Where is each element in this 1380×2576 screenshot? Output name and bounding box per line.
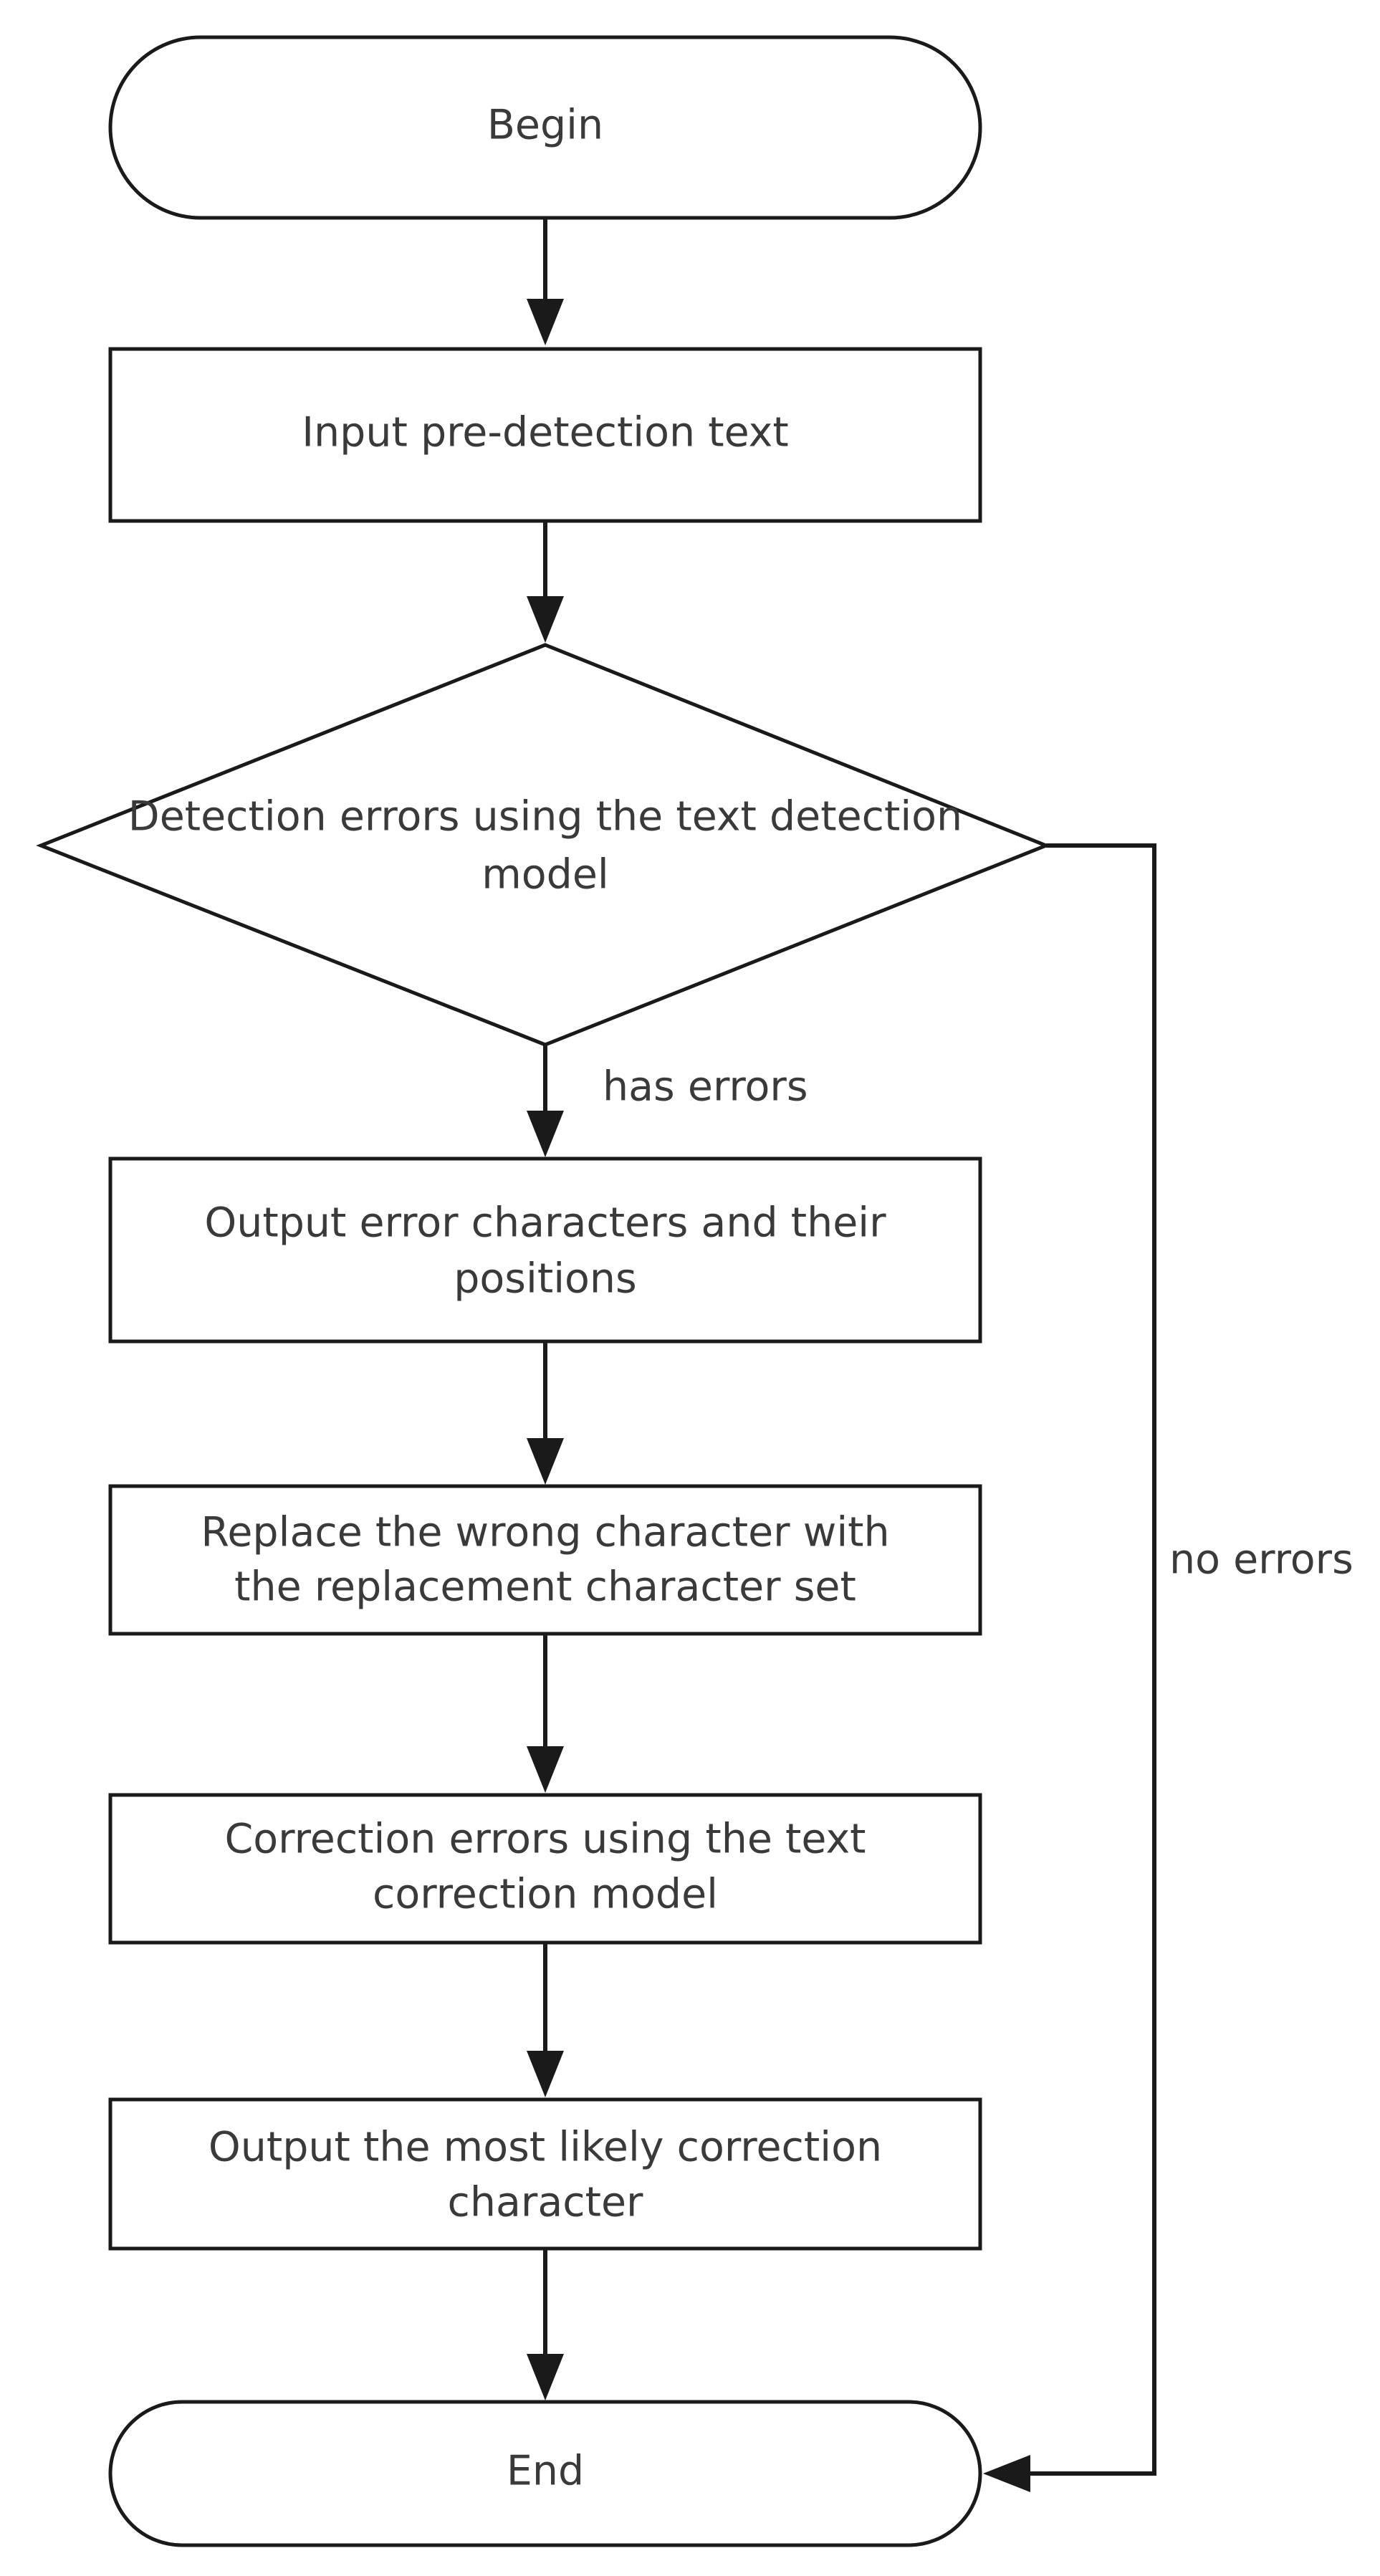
- output-likely-node: Output the most likely correction charac…: [108, 2097, 982, 2251]
- has-errors-label: has errors: [603, 1063, 808, 1111]
- input-shape: [108, 347, 982, 523]
- input-node: Input pre-detection text: [108, 347, 982, 523]
- end-label: End: [507, 2448, 584, 2495]
- no-errors-label: no errors: [1169, 1536, 1353, 1584]
- edge-no-errors: [1028, 843, 1156, 2476]
- detection-decision-label-line2: model: [481, 851, 609, 899]
- arrow-head-decision: [527, 596, 564, 643]
- output-errors-label-line1: Output error characters and their: [204, 1200, 886, 1247]
- arrow-head-replace: [527, 1438, 564, 1485]
- end-shape: [108, 2400, 982, 2547]
- begin-node: Begin: [108, 35, 982, 220]
- detection-decision-shape: [36, 643, 1051, 1047]
- output-errors-node: Output error characters and their positi…: [108, 1157, 982, 1344]
- input-label: Input pre-detection text: [302, 409, 789, 456]
- replace-label-line2: the replacement character set: [234, 1564, 856, 1611]
- end-node: End: [108, 2400, 982, 2547]
- replace-shape: [108, 1484, 982, 1636]
- correction-label-line2: correction model: [373, 1871, 718, 1918]
- arrow-head-correct: [527, 1746, 564, 1793]
- arrow-head-input: [527, 299, 564, 345]
- correction-label-line1: Correction errors using the text: [224, 1816, 866, 1863]
- detection-decision-node: Detection errors using the text detectio…: [36, 643, 1051, 1047]
- correction-shape: [108, 1793, 982, 1945]
- arrow-head-no-errors: [983, 2455, 1030, 2492]
- replace-label-line1: Replace the wrong character with: [201, 1509, 889, 1556]
- arrow-head-output-likely: [527, 2051, 564, 2097]
- detection-decision-label-line1: Detection errors using the text detectio…: [128, 793, 962, 841]
- replace-node: Replace the wrong character with the rep…: [108, 1484, 982, 1636]
- arrow-head-end: [527, 2354, 564, 2400]
- output-errors-shape: [108, 1157, 982, 1344]
- output-likely-label-line1: Output the most likely correction: [209, 2124, 882, 2171]
- begin-label: Begin: [487, 102, 603, 149]
- output-likely-shape: [108, 2097, 982, 2251]
- output-errors-label-line2: positions: [454, 1255, 636, 1303]
- output-likely-label-line2: character: [448, 2179, 644, 2226]
- correction-node: Correction errors using the text correct…: [108, 1793, 982, 1945]
- arrow-head-output-errors: [527, 1111, 564, 1157]
